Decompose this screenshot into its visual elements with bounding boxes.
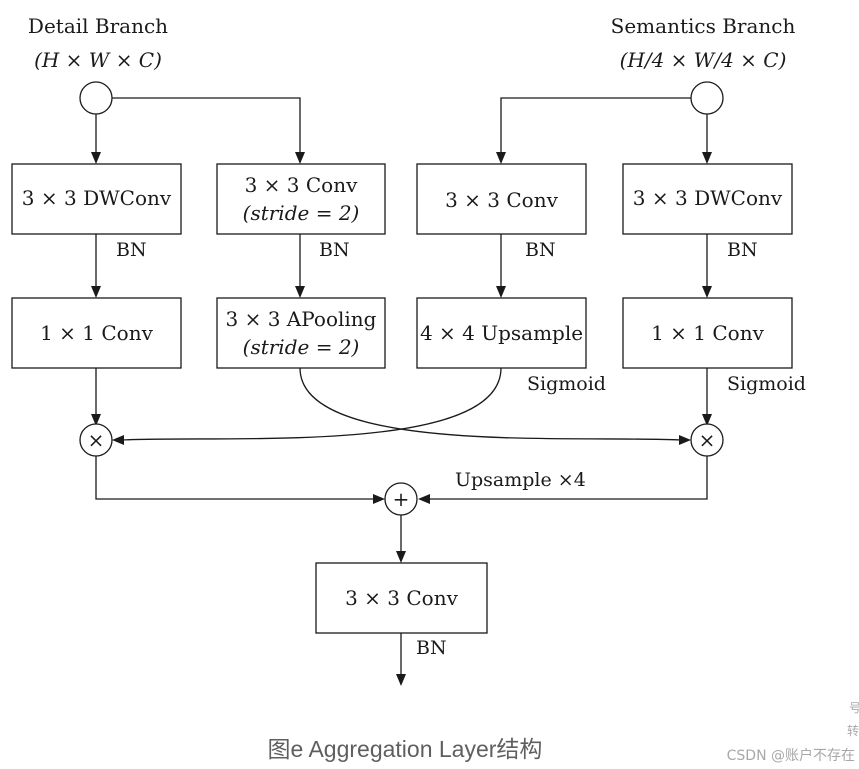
semantics-multiply-symbol: × (699, 428, 716, 452)
strided-bn-label: BN (319, 239, 350, 261)
detail-input-node (79, 81, 113, 115)
detail-dwconv-box (11, 163, 182, 235)
figure-caption: 图e Aggregation Layer结构 (268, 736, 543, 762)
detail-pointwise-label: 1 × 1 Conv (40, 321, 154, 345)
semantics-dwconv-box (622, 163, 793, 235)
detail-to-sum-line (95, 456, 375, 500)
apooling-stride-label: (stride = 2) (243, 335, 360, 359)
upsample-x4-label: Upsample ×4 (455, 469, 586, 491)
sum-symbol: + (393, 487, 410, 511)
upsample-label: 4 × 4 Upsample (420, 321, 583, 345)
semantics-pointwise-label: 1 × 1 Conv (651, 321, 765, 345)
semantics-bn-label: BN (727, 239, 758, 261)
output-conv-label: 3 × 3 Conv (345, 586, 459, 610)
semantics-branch-title: Semantics Branch (611, 14, 796, 38)
strided-conv-label: 3 × 3 Conv (245, 173, 359, 197)
semantics-pointwise-box (622, 297, 793, 369)
apooling-box (216, 297, 386, 369)
semantics-to-sum-arrowhead (418, 494, 430, 504)
watermark-text: CSDN @账户不存在 (727, 747, 855, 764)
upsample-curve-arrowhead (112, 435, 124, 445)
detail-branch-title: Detail Branch (28, 14, 168, 38)
sum-to-output-arrowhead (396, 551, 406, 563)
semantic-conv-box (416, 163, 587, 235)
input-connectors (95, 97, 708, 154)
semantics-branch-dims: (H/4 × W/4 × C) (620, 48, 787, 72)
apooling-label: 3 × 3 APooling (226, 307, 377, 331)
semantic-conv-label: 3 × 3 Conv (445, 188, 559, 212)
output-conv-box (315, 562, 488, 634)
semantics-sigmoid-label: Sigmoid (727, 373, 806, 395)
output-bn-label: BN (416, 637, 447, 659)
detail-bn-label: BN (116, 239, 147, 261)
detail-multiply-symbol: × (88, 428, 105, 452)
upsample-sigmoid-label: Sigmoid (527, 373, 606, 395)
semantic-bn-label: BN (525, 239, 556, 261)
watermark-side-top: 号 (849, 701, 859, 715)
input-arrowheads (91, 152, 712, 164)
upsample-box (416, 297, 587, 369)
detail-dwconv-label: 3 × 3 DWConv (22, 186, 172, 210)
multiply-drop-arrowheads (91, 414, 712, 426)
apooling-to-semantics-multiply-curve (299, 367, 682, 441)
upsample-to-detail-multiply-curve (121, 367, 502, 441)
watermark-side-mid: 转 (847, 723, 859, 738)
strided-conv-stride-label: (stride = 2) (243, 201, 360, 225)
semantics-to-sum-line (428, 456, 708, 500)
semantics-input-node (690, 81, 724, 115)
strided-conv-box (216, 163, 386, 235)
output-arrowhead (396, 674, 406, 686)
semantics-dwconv-label: 3 × 3 DWConv (633, 186, 783, 210)
detail-branch-dims: (H × W × C) (34, 48, 162, 72)
mid-connectors (95, 234, 708, 288)
detail-pointwise-box (11, 297, 182, 369)
mid-arrowheads (91, 286, 712, 298)
multiply-drop-lines (95, 368, 708, 416)
detail-to-sum-arrowhead (373, 494, 385, 504)
apooling-curve-arrowhead (679, 435, 691, 445)
